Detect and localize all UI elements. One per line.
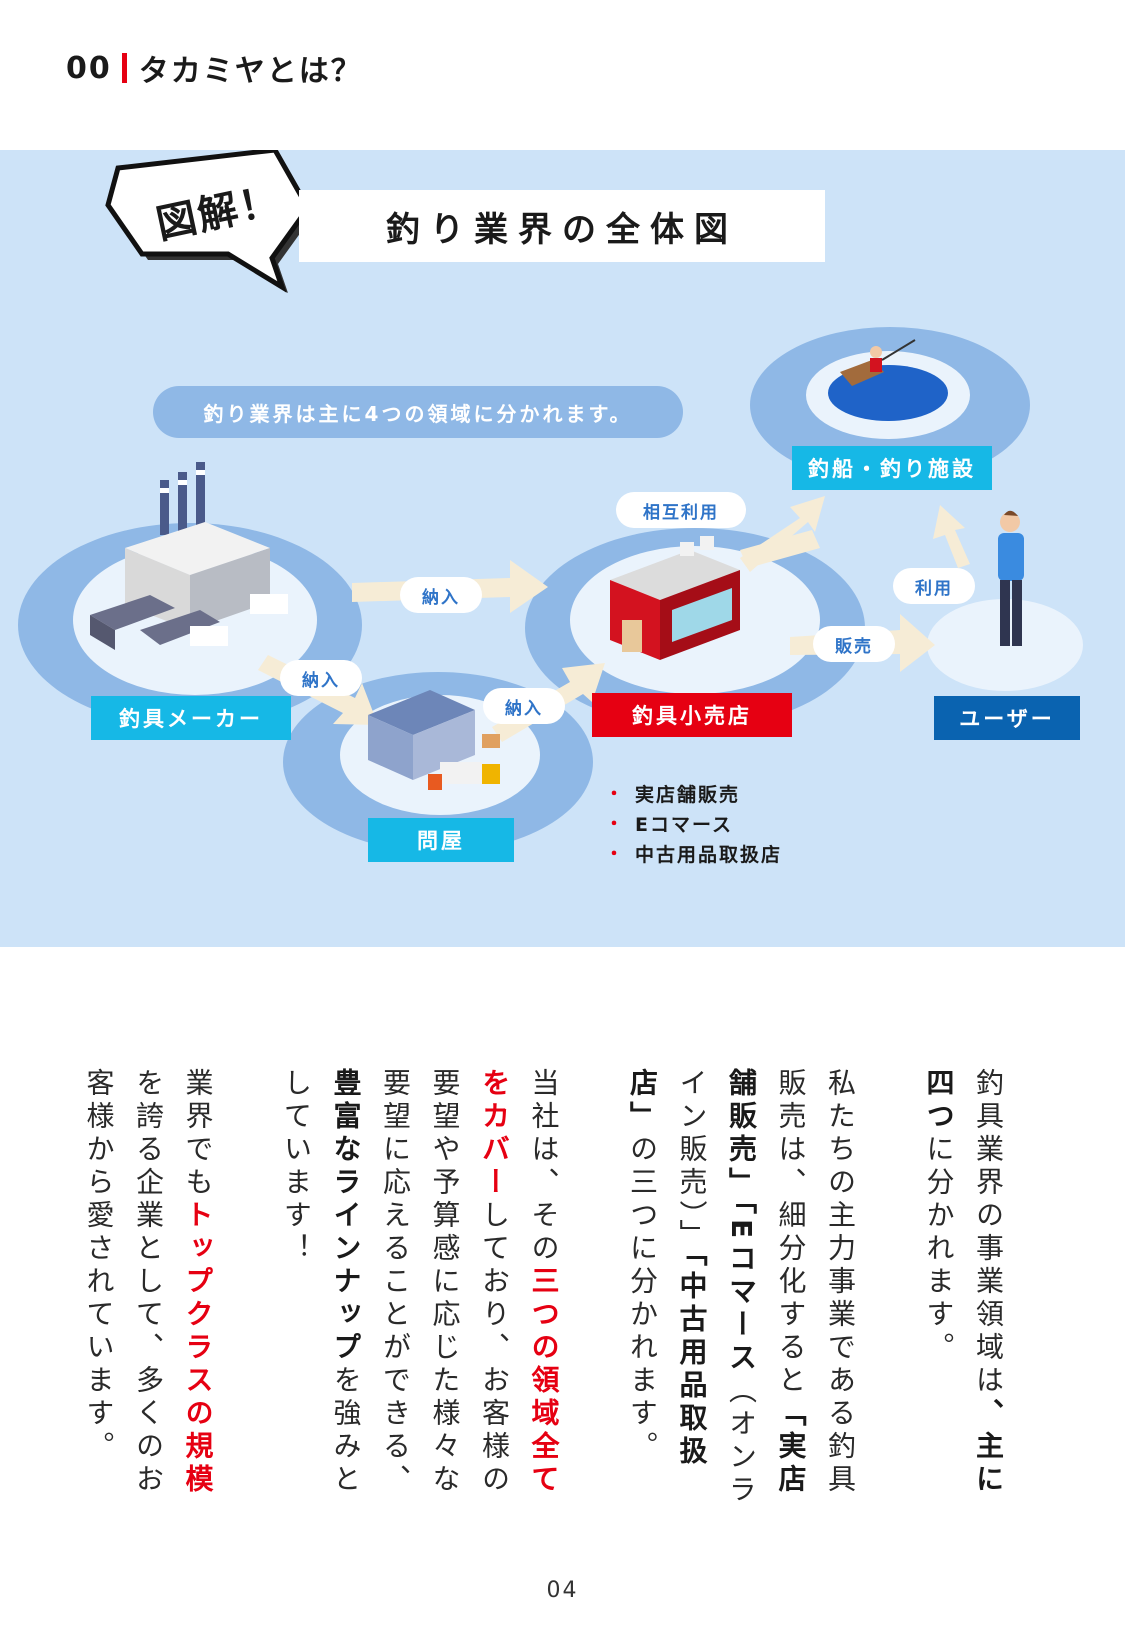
flow-label-wholesale-retail: 納入 xyxy=(483,688,565,724)
list-item: ・実店舗販売 xyxy=(605,784,741,806)
header-divider xyxy=(121,53,127,83)
flow-label-maker-wholesale: 納入 xyxy=(280,660,362,696)
warehouse-illustration xyxy=(368,690,500,790)
fishing-dock-illustration xyxy=(840,339,916,386)
badge-speech-bubble xyxy=(105,150,314,293)
diagram-title: 釣り業界の全体図 xyxy=(299,190,825,262)
paragraph-1: 釣具業界の事業領域は、主に四つに分かれます。 xyxy=(922,1068,1006,1497)
paragraph-3: 当社は、その三つの領域全てをカバーしており、お客様の要望や予算感に応じた様々な要… xyxy=(280,1068,561,1497)
node-label-facility: 釣船・釣り施設 xyxy=(792,446,992,490)
node-label-retail: 釣具小売店 xyxy=(592,693,792,737)
list-item: ・Eコマース xyxy=(605,814,734,836)
user-illustration xyxy=(998,510,1024,646)
flow-label-maker-retail: 納入 xyxy=(400,577,482,613)
diagram-subtitle: 釣り業界は主に4つの領域に分かれます。 xyxy=(153,386,683,438)
section-header: 00 タカミヤとは？ xyxy=(66,48,363,90)
body-text: 釣具業界の事業領域は、主に四つに分かれます。 私たちの主力事業である釣具販売は、… xyxy=(74,1068,1013,1508)
flow-label-mutual-use: 相互利用 xyxy=(616,492,746,528)
retail-channel-list: ・実店舗販売 ・Eコマース ・中古用品取扱店 xyxy=(605,780,782,870)
node-label-maker: 釣具メーカー xyxy=(91,696,291,740)
flow-label-user-facility: 利用 xyxy=(893,568,975,604)
section-number: 00 xyxy=(66,50,112,86)
factory-illustration xyxy=(90,462,288,650)
list-item: ・中古用品取扱店 xyxy=(605,844,783,866)
node-label-wholesale: 問屋 xyxy=(368,818,514,862)
paragraph-2: 私たちの主力事業である釣具販売は、細分化すると「実店舗販売」「Eコマース（オンラ… xyxy=(626,1068,857,1508)
section-title: タカミヤとは？ xyxy=(138,54,363,89)
node-label-user: ユーザー xyxy=(934,696,1080,740)
paragraph-4: 業界でもトップクラスの規模を誇る企業として、多くのお客様から愛されています。 xyxy=(82,1068,215,1497)
flow-label-retail-user: 販売 xyxy=(813,626,895,662)
diagram-graphics xyxy=(18,150,1083,852)
page-number: 04 xyxy=(546,1578,579,1603)
industry-diagram: 図解！ 釣り業界の全体図 釣り業界は主に4つの領域に分かれます。 納入 納入 納… xyxy=(0,150,1125,947)
store-illustration xyxy=(610,536,740,660)
